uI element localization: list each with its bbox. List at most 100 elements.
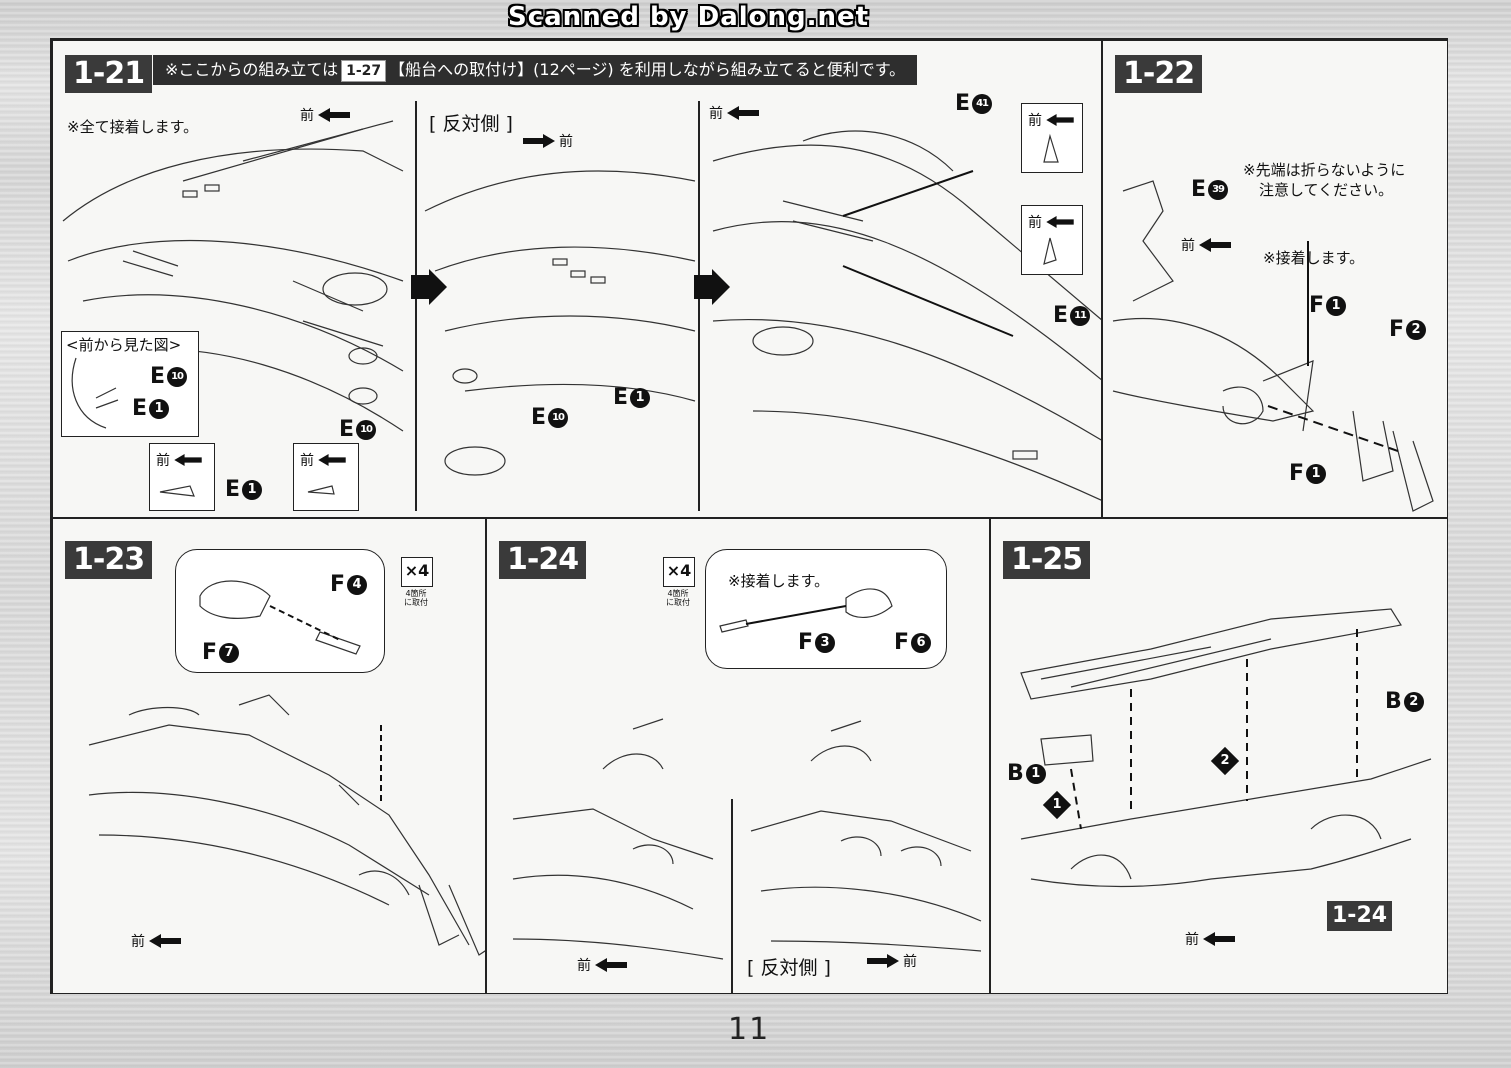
arrow-right-icon: [867, 954, 899, 968]
front-label: 前: [709, 106, 723, 122]
front-view-sketch: [71, 357, 119, 429]
part-letter: E: [1053, 303, 1069, 328]
part-letter: E: [132, 396, 148, 421]
front-label: 前: [1185, 932, 1199, 948]
part-detail-box: 前: [1021, 205, 1083, 275]
sub-divider-2: [698, 101, 700, 511]
front-direction-mark: 前: [131, 931, 181, 951]
arrow-left-icon: [1199, 238, 1231, 252]
scan-watermark: Scanned by Dalong.net: [508, 2, 870, 32]
arrow-left-icon: [318, 108, 350, 122]
part-letter: F: [1309, 293, 1325, 318]
quantity-note-line-2: に取付: [404, 598, 428, 607]
arrow-left-icon: [1046, 114, 1074, 126]
order-number: 2: [1220, 753, 1230, 768]
step-number: 1-24: [499, 541, 587, 579]
part-letter: E: [1191, 177, 1207, 202]
front-label: 前: [559, 134, 573, 150]
part-number: 10: [356, 420, 377, 440]
order-diamond-2: 2: [1210, 746, 1240, 776]
step-reference-badge: 1-24: [1327, 901, 1393, 931]
front-label: 前: [577, 958, 591, 974]
step-flow-arrow-icon: [694, 269, 730, 305]
front-label: 前: [1028, 215, 1042, 231]
turret-part-sketch: [199, 580, 361, 655]
part-letter: F: [202, 640, 218, 665]
arrow-left-icon: [318, 454, 346, 466]
front-direction-mark: 前: [300, 450, 346, 470]
deck-plate-illustration: [1020, 608, 1432, 888]
fin-part-sketch: [1043, 237, 1057, 265]
quantity-note-line-2: に取付: [666, 598, 690, 607]
reverse-side-label: [ 反対側 ]: [429, 113, 513, 135]
glue-all-note: ※全て接着します。: [67, 118, 199, 136]
front-label: 前: [1028, 113, 1042, 129]
part-detail-box: 前: [1021, 103, 1083, 173]
front-view-label: <前から見た図>: [66, 336, 182, 354]
part-number: 1: [149, 399, 170, 419]
arrow-left-icon: [595, 958, 627, 972]
part-number: 39: [1208, 180, 1229, 200]
arrow-left-icon: [149, 934, 181, 948]
front-direction-mark: 前: [1185, 929, 1235, 949]
ship-bow-illustration: [1112, 180, 1434, 512]
tip-suffix: 【船台への取付け】(12ページ) を利用しながら組み立てると便利です。: [389, 60, 906, 79]
part-letter: E: [225, 477, 241, 502]
glue-note: ※接着します。: [1263, 249, 1365, 267]
part-letter: F: [1289, 461, 1305, 486]
part-detail-box: 前: [149, 443, 215, 511]
sub-divider: [731, 799, 733, 993]
part-number: 11: [1070, 306, 1091, 326]
part-letter: F: [330, 572, 346, 597]
part-letter: E: [955, 91, 971, 116]
front-direction-mark: 前: [1181, 235, 1231, 255]
part-number: 1: [1025, 764, 1046, 784]
part-number: 2: [1406, 320, 1427, 340]
front-direction-mark: 前: [577, 955, 627, 975]
fin-part-sketch: [159, 485, 195, 497]
part-letter: E: [150, 364, 166, 389]
tip-note-line-1: ※先端は折らないように: [1243, 161, 1406, 179]
front-label: 前: [300, 453, 314, 469]
fin-part-sketch: [1043, 133, 1059, 163]
part-letter: E: [613, 385, 629, 410]
part-number: 10: [167, 367, 188, 387]
fin-part-sketch: [307, 485, 335, 495]
page-number: 11: [728, 1012, 771, 1047]
reverse-side-label: [ 反対側 ]: [747, 957, 831, 979]
step-number: 1-25: [1003, 541, 1091, 579]
step-number: 1-23: [65, 541, 153, 579]
front-direction-mark: 前: [156, 450, 202, 470]
part-letter: E: [531, 405, 547, 430]
ship-side-illustration-left: [512, 718, 724, 960]
arrow-left-icon: [1046, 216, 1074, 228]
front-direction-mark: 前: [300, 105, 350, 125]
step-flow-arrow-icon: [411, 269, 447, 305]
quantity-note-line-1: 4箇所: [405, 589, 427, 598]
tip-prefix: ※ここからの組み立ては: [165, 60, 339, 79]
part-number: 4: [347, 575, 368, 595]
part-number: 2: [1403, 692, 1424, 712]
glue-note: ※接着します。: [728, 572, 830, 590]
front-direction-mark: 前: [1028, 212, 1074, 232]
ship-side-illustration-right: [750, 720, 982, 952]
quantity-badge: ×4: [401, 557, 433, 587]
part-number: 1: [1306, 464, 1327, 484]
